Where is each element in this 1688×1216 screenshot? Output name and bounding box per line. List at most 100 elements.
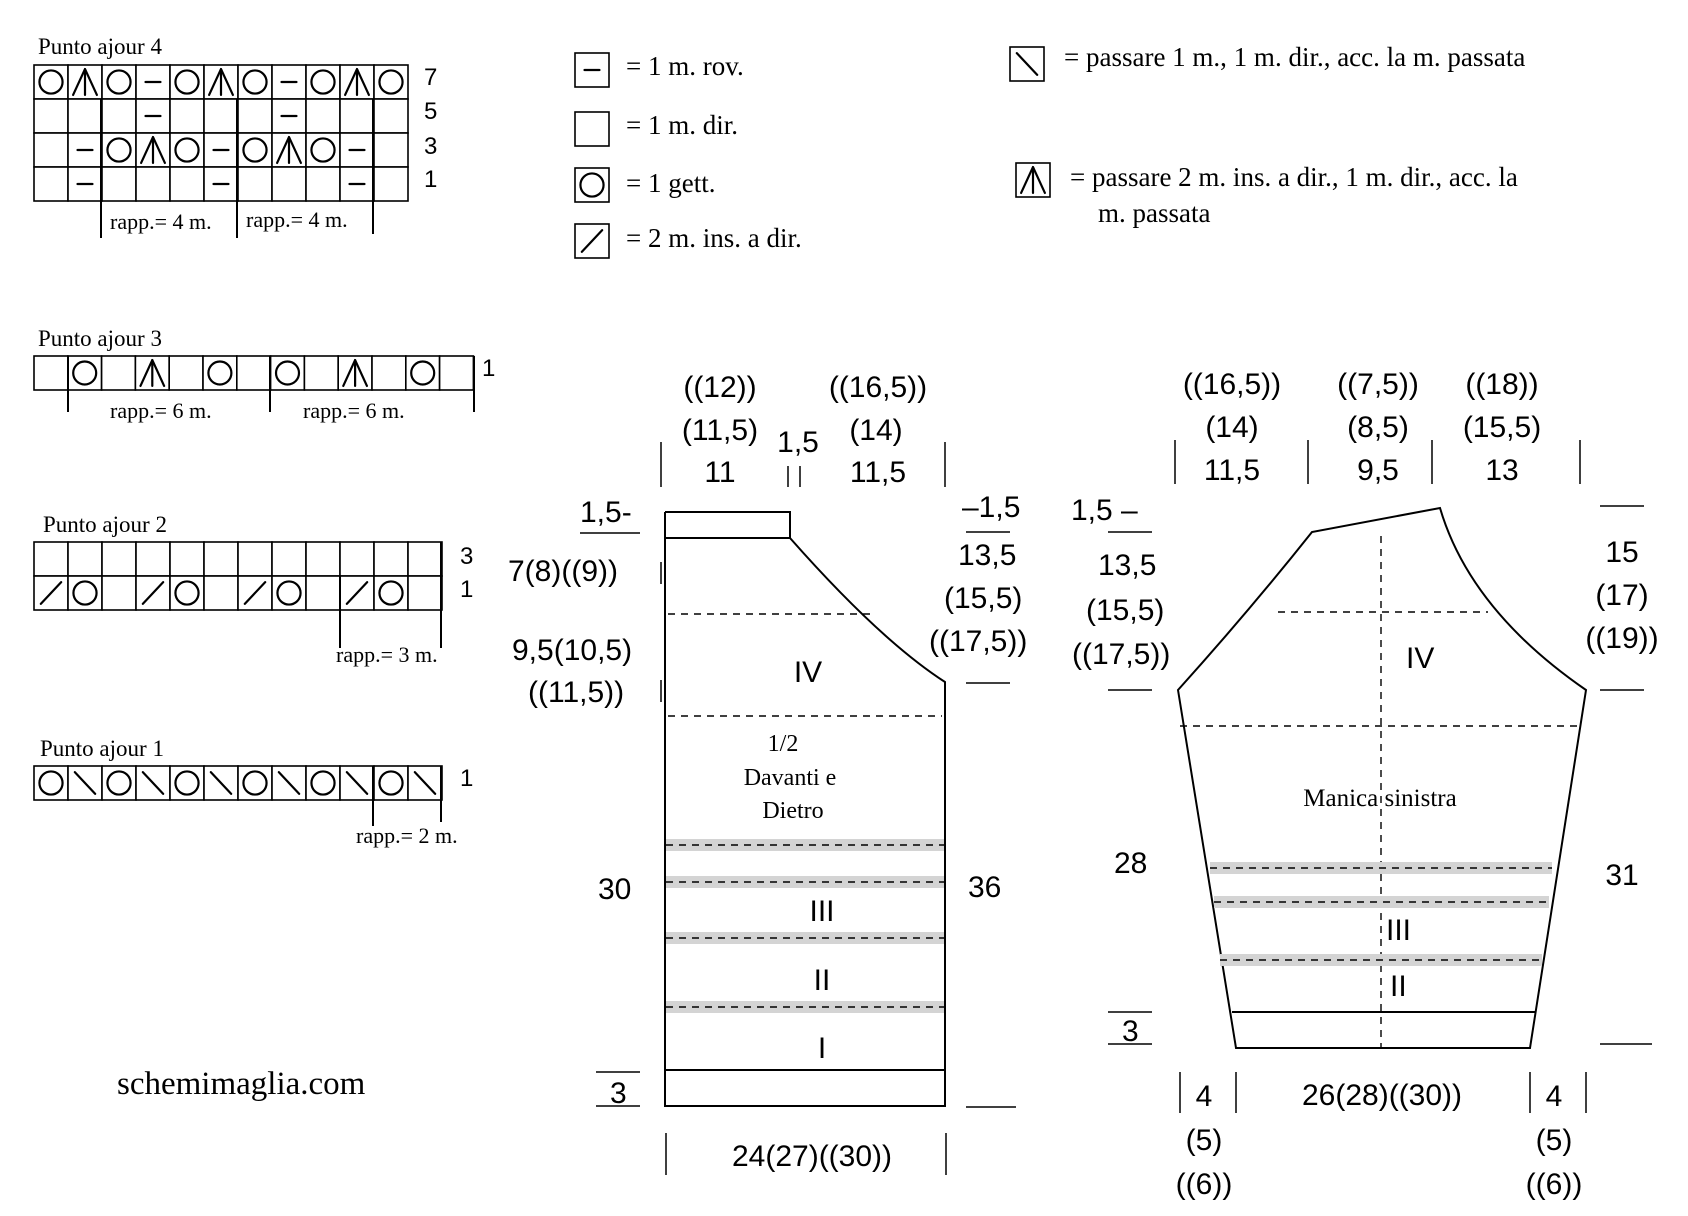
stitch-cell <box>67 541 103 577</box>
stitch-cell <box>407 575 443 611</box>
sleeve-piece-schematic: Manica sinistra IV III II ((16,5)) (14) … <box>1071 368 1659 1201</box>
double-decrease-icon <box>1020 165 1046 195</box>
double-decrease-icon <box>139 358 166 388</box>
yarn-over-icon <box>72 580 98 606</box>
stitch-cell <box>237 98 273 134</box>
stitch-cell <box>101 575 137 611</box>
stitch-grid <box>33 765 443 801</box>
legend-text: = 2 m. ins. a dir. <box>626 223 802 253</box>
stitch-cell <box>101 166 137 202</box>
yarn-over-icon <box>310 69 336 95</box>
yarn-over-icon <box>242 137 268 163</box>
repeat-label: rapp.= 6 m. <box>110 398 212 423</box>
yarn-over-icon <box>106 137 132 163</box>
legend-symbols <box>574 46 1051 259</box>
repeat-label: rapp.= 4 m. <box>246 207 348 232</box>
stitch-grid <box>33 541 443 611</box>
measure: 26(28)((30)) <box>1302 1079 1462 1112</box>
row-number: 5 <box>424 98 437 125</box>
repeat-label: rapp.= 3 m. <box>336 642 438 667</box>
stitch-cell <box>169 98 205 134</box>
stitch-cell <box>203 98 239 134</box>
row-number: 7 <box>424 64 437 91</box>
yarn-over-icon <box>579 172 605 198</box>
stitch-cell <box>237 541 273 577</box>
stitch-cell <box>271 541 307 577</box>
measure: (15,5) <box>1463 411 1541 444</box>
stitch-cell <box>168 355 204 391</box>
stitch-cell <box>237 166 273 202</box>
yarn-over-icon <box>274 360 301 386</box>
stitch-cell <box>305 541 341 577</box>
row-number: 3 <box>424 133 437 160</box>
zone-label: I <box>818 1032 826 1065</box>
measure: 24(27)((30)) <box>732 1140 892 1173</box>
piece-label: Manica sinistra <box>1303 785 1456 812</box>
measure: 11,5 <box>850 456 906 489</box>
measure: ((18)) <box>1465 368 1538 401</box>
stitch-cell <box>271 166 307 202</box>
zone-label: II <box>1390 970 1407 1003</box>
stitch-cell <box>373 98 409 134</box>
measure: (15,5) <box>944 582 1022 615</box>
repeat-label: rapp.= 6 m. <box>303 398 405 423</box>
legend-symbol-box <box>574 111 610 147</box>
skpo-icon <box>141 771 165 795</box>
piece-label: Dietro <box>762 798 823 824</box>
stitch-grid <box>33 64 409 202</box>
measure: 1,5- <box>580 496 632 529</box>
measure: ((11,5)) <box>528 676 624 709</box>
double-decrease-icon <box>342 358 369 388</box>
stitch-cell <box>339 541 375 577</box>
stitch-cell <box>33 166 69 202</box>
repeat-label: rapp.= 2 m. <box>356 823 458 848</box>
stitch-cell <box>67 98 103 134</box>
measure: 1,5 – <box>1071 494 1138 527</box>
measure: (14) <box>1205 411 1258 444</box>
zone-label: III <box>809 895 834 928</box>
measure: 9,5 <box>1357 454 1399 487</box>
repeat-label: rapp.= 4 m. <box>110 209 212 234</box>
measure: 28 <box>1114 847 1147 880</box>
measure: (14) <box>849 414 902 447</box>
measure: 11 <box>704 456 735 489</box>
measure: 1,5 <box>777 426 819 459</box>
measure: 31 <box>1605 859 1638 892</box>
legend-text: m. passata <box>1098 198 1210 228</box>
measure: 3 <box>1122 1015 1139 1048</box>
legend-text: = 1 m. dir. <box>626 110 738 140</box>
stripe-band <box>1214 896 1549 908</box>
yarn-over-icon <box>106 770 132 796</box>
measure: (11,5) <box>682 414 758 447</box>
measure: ((17,5)) <box>1072 638 1170 671</box>
measure: ((6)) <box>1176 1168 1233 1201</box>
k2tog-icon <box>345 581 369 605</box>
stitch-cell <box>339 98 375 134</box>
row-number: 1 <box>482 355 495 382</box>
measure: 3 <box>610 1077 627 1110</box>
yarn-over-icon <box>106 69 132 95</box>
sleeve-outline <box>1176 506 1588 1049</box>
measure: 30 <box>598 873 631 906</box>
yarn-over-icon <box>378 580 404 606</box>
zone-label: IV <box>1406 642 1434 675</box>
measure: 9,5(10,5) <box>512 634 632 667</box>
zone-label: IV <box>794 656 822 689</box>
stripe-band <box>666 1001 944 1013</box>
stitch-cell <box>33 98 69 134</box>
yarn-over-icon <box>242 770 268 796</box>
stitch-cell <box>371 355 407 391</box>
k2tog-icon <box>141 581 165 605</box>
yarn-over-icon <box>174 69 200 95</box>
stitch-cell <box>101 541 137 577</box>
stitch-cell <box>169 166 205 202</box>
skpo-icon <box>73 771 97 795</box>
stitch-cell <box>169 541 205 577</box>
stitch-cell <box>373 166 409 202</box>
legend-text: = 1 gett. <box>626 168 715 198</box>
top-ticks <box>1174 440 1581 484</box>
measure: 15 <box>1605 536 1638 569</box>
stitch-cell <box>203 765 239 801</box>
skpo-icon <box>413 771 437 795</box>
